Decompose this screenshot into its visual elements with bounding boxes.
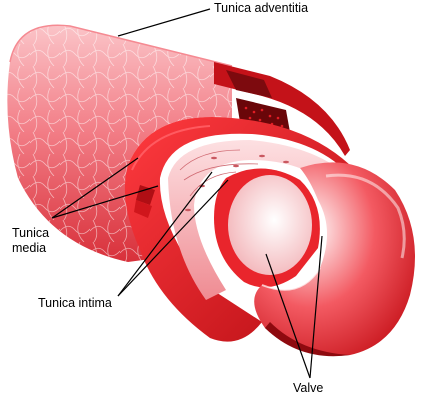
label-tunica-intima: Tunica intima — [38, 296, 112, 311]
adventitia-leader — [118, 9, 210, 36]
label-tunica-adventitia: Tunica adventitia — [214, 1, 308, 16]
label-tunica-media-line1: Tunica — [12, 226, 49, 241]
label-valve: Valve — [293, 381, 323, 396]
label-tunica-media: Tunica media — [12, 226, 49, 256]
label-tunica-media-line2: media — [12, 241, 49, 256]
lumen — [214, 168, 320, 287]
